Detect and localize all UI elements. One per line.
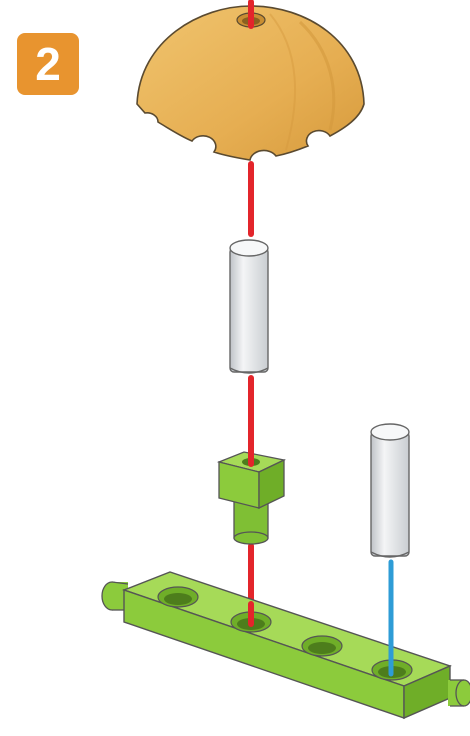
- green-beam: [102, 572, 470, 718]
- axle-rod-right: [371, 424, 409, 557]
- dome-cap: [137, 6, 364, 160]
- axle-rod-center: [230, 240, 268, 373]
